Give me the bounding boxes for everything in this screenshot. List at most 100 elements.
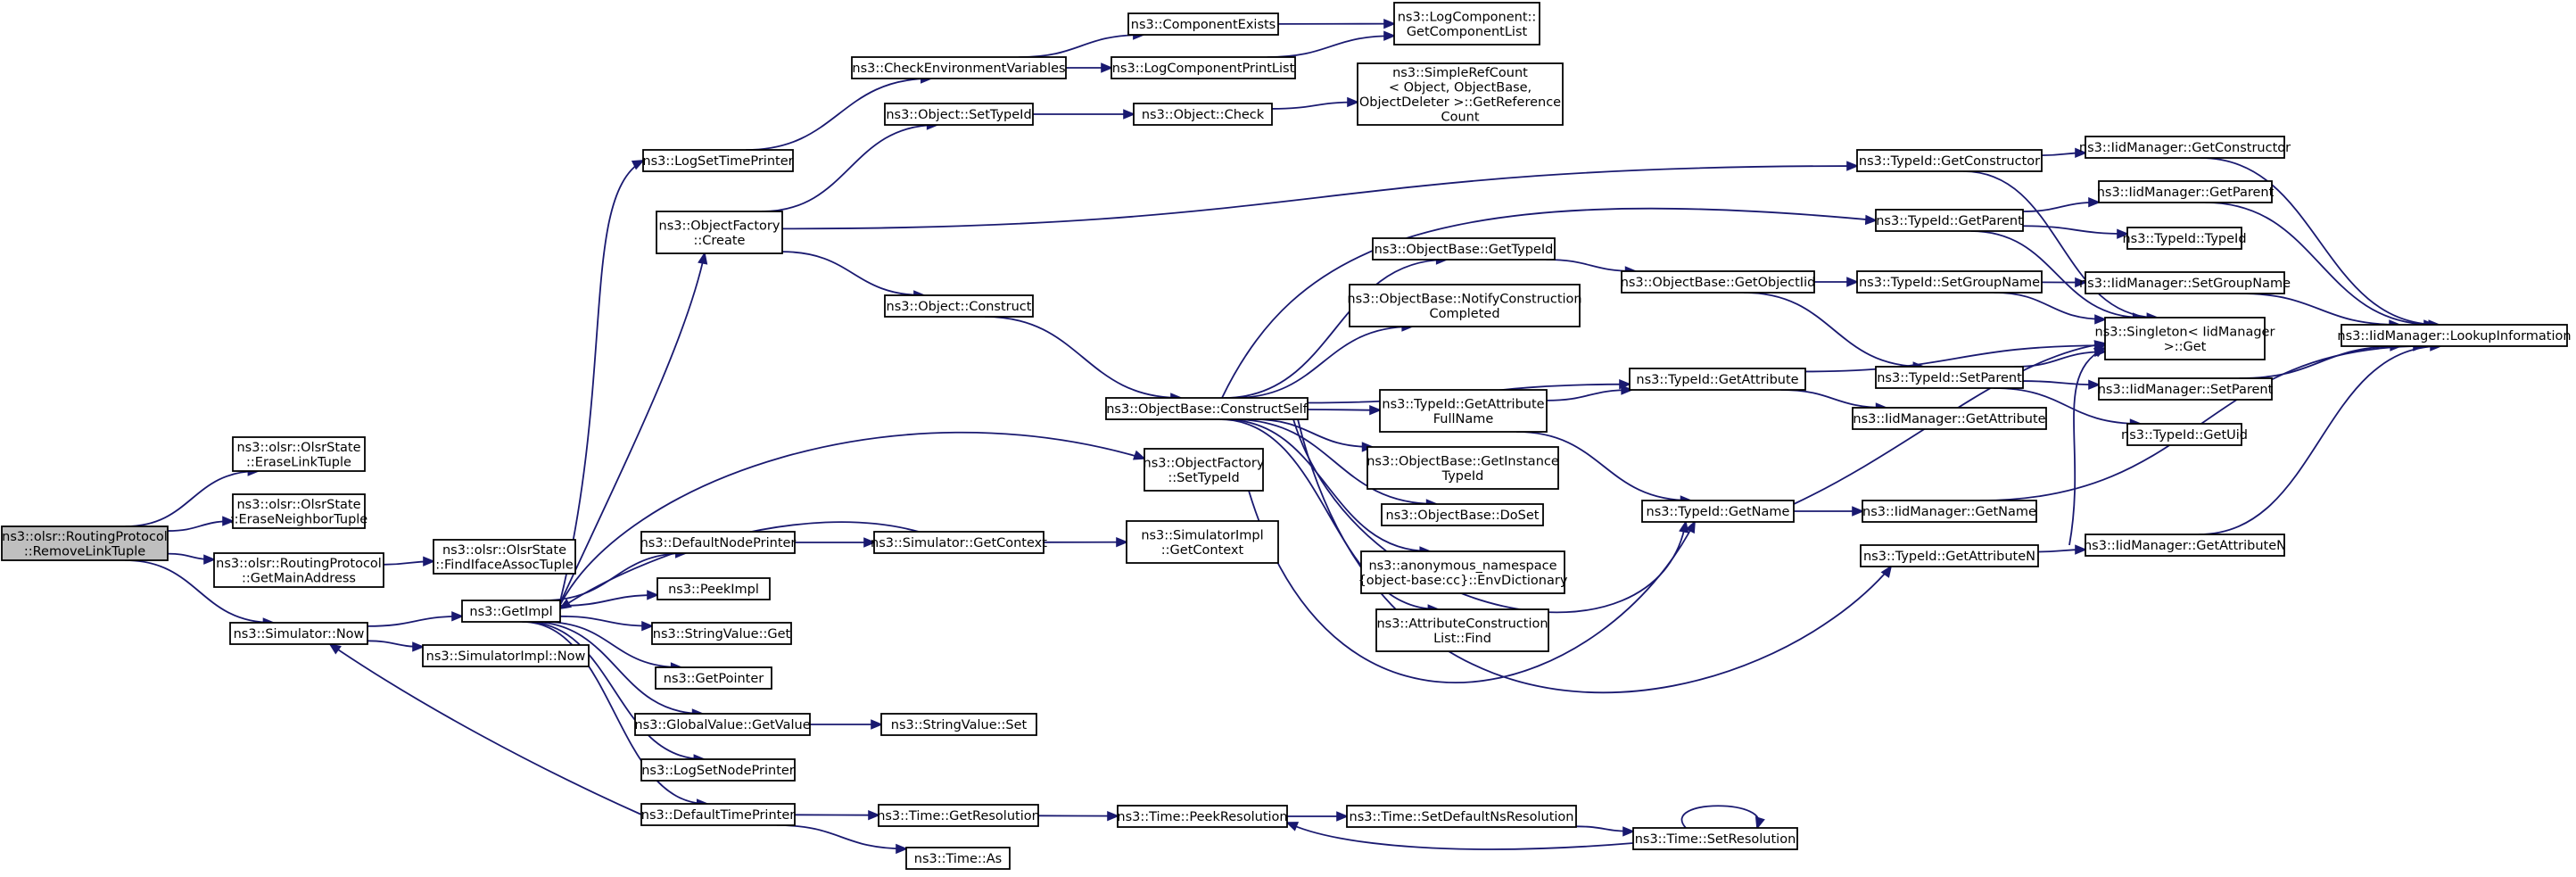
node-simulator-now[interactable]: ns3::Simulator::Now xyxy=(229,622,368,645)
node-type-id-set-parent[interactable]: ns3::TypeId::SetParent xyxy=(1875,366,2024,389)
node-box xyxy=(634,713,811,736)
node-label: ns3::StringValue::Set xyxy=(891,718,1028,732)
node-label: < Object, ObjectBase, xyxy=(1389,80,1532,95)
arrowhead-singleton_iid_manager_get xyxy=(2093,340,2108,351)
node-log-set-time-printer[interactable]: ns3::LogSetTimePrinter xyxy=(642,149,794,172)
node-object-base-notify-construction-completed[interactable]: ns3::ObjectBase::NotifyConstructionCompl… xyxy=(1347,284,1582,327)
node-object-base-get-object-iid[interactable]: ns3::ObjectBase::GetObjectIid xyxy=(1621,270,1816,294)
node-default-node-printer[interactable]: ns3::DefaultNodePrinter xyxy=(640,531,797,554)
node-label: ns3::olsr::OlsrState xyxy=(236,441,360,455)
node-box xyxy=(2098,377,2273,401)
node-object-base-construct-self[interactable]: ns3::ObjectBase::ConstructSelf xyxy=(1105,397,1309,420)
node-iid-manager-get-name[interactable]: ns3::IidManager::GetName xyxy=(1862,500,2037,523)
call-edge-type_id_get_attribute-to-singleton_iid_manager_get xyxy=(1804,344,2106,373)
node-iid-manager-lookup-information[interactable]: ns3::IidManager::LookupInformation xyxy=(2337,324,2572,347)
node-label: ns3::Object::Check xyxy=(1142,108,1265,122)
call-edge-get_impl-to-default_node_printer xyxy=(543,552,686,601)
node-box xyxy=(1875,366,2024,389)
call-edge-type_id_set_parent-to-type_id_get_uid xyxy=(1993,387,2141,425)
node-get-main-address[interactable]: ns3::olsr::RoutingProtocol::GetMainAddre… xyxy=(213,552,384,588)
node-global-value-get-value[interactable]: ns3::GlobalValue::GetValue xyxy=(634,713,811,736)
node-object-set-type-id[interactable]: ns3::Object::SetTypeId xyxy=(884,103,1034,126)
arrowhead-time_set_resolution xyxy=(1754,816,1765,831)
node-type-id-set-group-name[interactable]: ns3::TypeId::SetGroupName xyxy=(1856,270,2043,294)
node-iid-manager-get-attribute-n[interactable]: ns3::IidManager::GetAttributeN xyxy=(2084,534,2286,557)
node-object-factory-create[interactable]: ns3::ObjectFactory::Create xyxy=(656,211,783,254)
node-object-base-do-set[interactable]: ns3::ObjectBase::DoSet xyxy=(1381,503,1544,526)
call-edge-get_impl-to-string_value_get xyxy=(559,615,653,627)
node-time-set-default-ns-resolution[interactable]: ns3::Time::SetDefaultNsResolution xyxy=(1346,805,1577,828)
call-edge-get_impl-to-default_time_printer xyxy=(522,621,707,805)
node-log-component-print-list[interactable]: ns3::LogComponentPrintList xyxy=(1110,56,1296,79)
node-box xyxy=(884,103,1034,126)
node-log-set-node-printer[interactable]: ns3::LogSetNodePrinter xyxy=(640,758,796,782)
node-check-environment-variables[interactable]: ns3::CheckEnvironmentVariables xyxy=(851,56,1067,79)
node-type-id-get-attribute[interactable]: ns3::TypeId::GetAttribute xyxy=(1629,368,1806,391)
node-erase-neighbor-tuple[interactable]: ns3::olsr::OlsrState::EraseNeighborTuple xyxy=(230,493,368,529)
node-type-id-get-name[interactable]: ns3::TypeId::GetName xyxy=(1641,500,1795,523)
node-box xyxy=(884,294,1034,318)
node-simple-ref-count-get-reference-count[interactable]: ns3::SimpleRefCount< Object, ObjectBase,… xyxy=(1357,62,1564,126)
node-box xyxy=(655,666,772,690)
call-edge-object_base_get_type_id-to-object_base_get_object_iid xyxy=(1546,259,1636,272)
node-object-construct[interactable]: ns3::Object::Construct xyxy=(884,294,1034,318)
node-time-as[interactable]: ns3::Time::As xyxy=(905,847,1011,870)
node-remove-link-tuple[interactable]: ns3::olsr::RoutingProtocol::RemoveLinkTu… xyxy=(1,525,169,561)
node-peek-impl[interactable]: ns3::PeekImpl xyxy=(656,577,771,600)
node-type-id-get-parent[interactable]: ns3::TypeId::GetParent xyxy=(1875,209,2024,232)
node-iid-manager-get-attribute[interactable]: ns3::IidManager::GetAttribute xyxy=(1852,407,2047,430)
node-find-iface-assoc-tuple[interactable]: ns3::olsr::OlsrState::FindIfaceAssocTupl… xyxy=(433,539,576,575)
node-string-value-get[interactable]: ns3::StringValue::Get xyxy=(651,622,792,645)
node-label: ns3::LogComponent:: xyxy=(1398,10,1537,24)
node-label: ::SetTypeId xyxy=(1168,471,1239,485)
node-erase-link-tuple[interactable]: ns3::olsr::OlsrState::EraseLinkTuple xyxy=(232,436,366,472)
node-iid-manager-get-parent[interactable]: ns3::IidManager::GetParent xyxy=(2097,180,2275,203)
node-object-factory-set-type-id[interactable]: ns3::ObjectFactory::SetTypeId xyxy=(1144,448,1265,492)
node-label: ns3::DefaultTimePrinter xyxy=(641,808,795,823)
node-simulator-impl-now[interactable]: ns3::SimulatorImpl::Now xyxy=(422,644,590,667)
node-box xyxy=(1357,62,1564,126)
node-iid-manager-get-constructor[interactable]: ns3::IidManager::GetConstructor xyxy=(2079,136,2291,159)
arrowhead-simulator_impl_get_context xyxy=(1116,536,1129,548)
node-default-time-printer[interactable]: ns3::DefaultTimePrinter xyxy=(640,803,796,826)
node-label: ns3::IidManager::GetAttributeN xyxy=(2084,539,2286,553)
node-time-set-resolution[interactable]: ns3::Time::SetResolution xyxy=(1632,827,1798,850)
node-label: ns3::GetImpl xyxy=(469,605,552,619)
node-type-id-get-attribute-n[interactable]: ns3::TypeId::GetAttributeN xyxy=(1860,544,2039,567)
node-simulator-impl-get-context[interactable]: ns3::SimulatorImpl::GetContext xyxy=(1126,520,1279,564)
node-object-base-get-type-id[interactable]: ns3::ObjectBase::GetTypeId xyxy=(1372,237,1556,261)
node-component-exists[interactable]: ns3::ComponentExists xyxy=(1127,12,1279,36)
arrowhead-type_id_type_id xyxy=(2117,228,2130,239)
node-type-id-get-uid[interactable]: ns3::TypeId::GetUid xyxy=(2121,423,2248,446)
node-object-check[interactable]: ns3::Object::Check xyxy=(1133,103,1273,126)
node-type-id-type-id[interactable]: ns3::TypeId::TypeId xyxy=(2122,227,2247,250)
arrowhead-type_id_get_parent xyxy=(1864,214,1878,226)
node-box xyxy=(2341,324,2568,347)
call-edge-time_set_resolution-to-time_set_resolution xyxy=(1680,805,1760,829)
node-label: ns3::IidManager::LookupInformation xyxy=(2337,329,2571,343)
node-get-impl[interactable]: ns3::GetImpl xyxy=(461,600,561,623)
node-get-pointer[interactable]: ns3::GetPointer xyxy=(655,666,772,690)
arrowhead-iid_manager_get_name xyxy=(1852,506,1865,517)
node-string-value-set[interactable]: ns3::StringValue::Set xyxy=(880,713,1037,736)
arrowhead-get_impl xyxy=(451,611,465,622)
node-time-get-resolution[interactable]: ns3::Time::GetResolution xyxy=(877,804,1040,827)
node-type-id-get-constructor[interactable]: ns3::TypeId::GetConstructor xyxy=(1856,149,2043,172)
node-anonymous-namespace-env-dictionary[interactable]: ns3::anonymous_namespace{object-base:cc}… xyxy=(1358,550,1568,594)
call-edge-get_impl-to-object_factory_create xyxy=(559,252,706,604)
call-edge-object_check-to-simple_ref_count_get_reference_count xyxy=(1271,101,1358,110)
arrowhead-simulator_get_context xyxy=(863,537,877,548)
node-simulator-get-context[interactable]: ns3::Simulator::GetContext xyxy=(871,531,1047,554)
node-log-component-get-component-list[interactable]: ns3::LogComponent::GetComponentList xyxy=(1393,2,1540,46)
node-singleton-iid-manager-get[interactable]: ns3::Singleton< IidManager>::Get xyxy=(2095,317,2275,360)
node-iid-manager-set-group-name[interactable]: ns3::IidManager::SetGroupName xyxy=(2079,271,2291,294)
node-box xyxy=(873,531,1044,554)
node-iid-manager-set-parent[interactable]: ns3::IidManager::SetParent xyxy=(2098,377,2274,401)
node-label: ns3::ComponentExists xyxy=(1131,18,1276,32)
node-box xyxy=(1856,270,2043,294)
node-time-peek-resolution[interactable]: ns3::Time::PeekResolution xyxy=(1117,805,1288,828)
